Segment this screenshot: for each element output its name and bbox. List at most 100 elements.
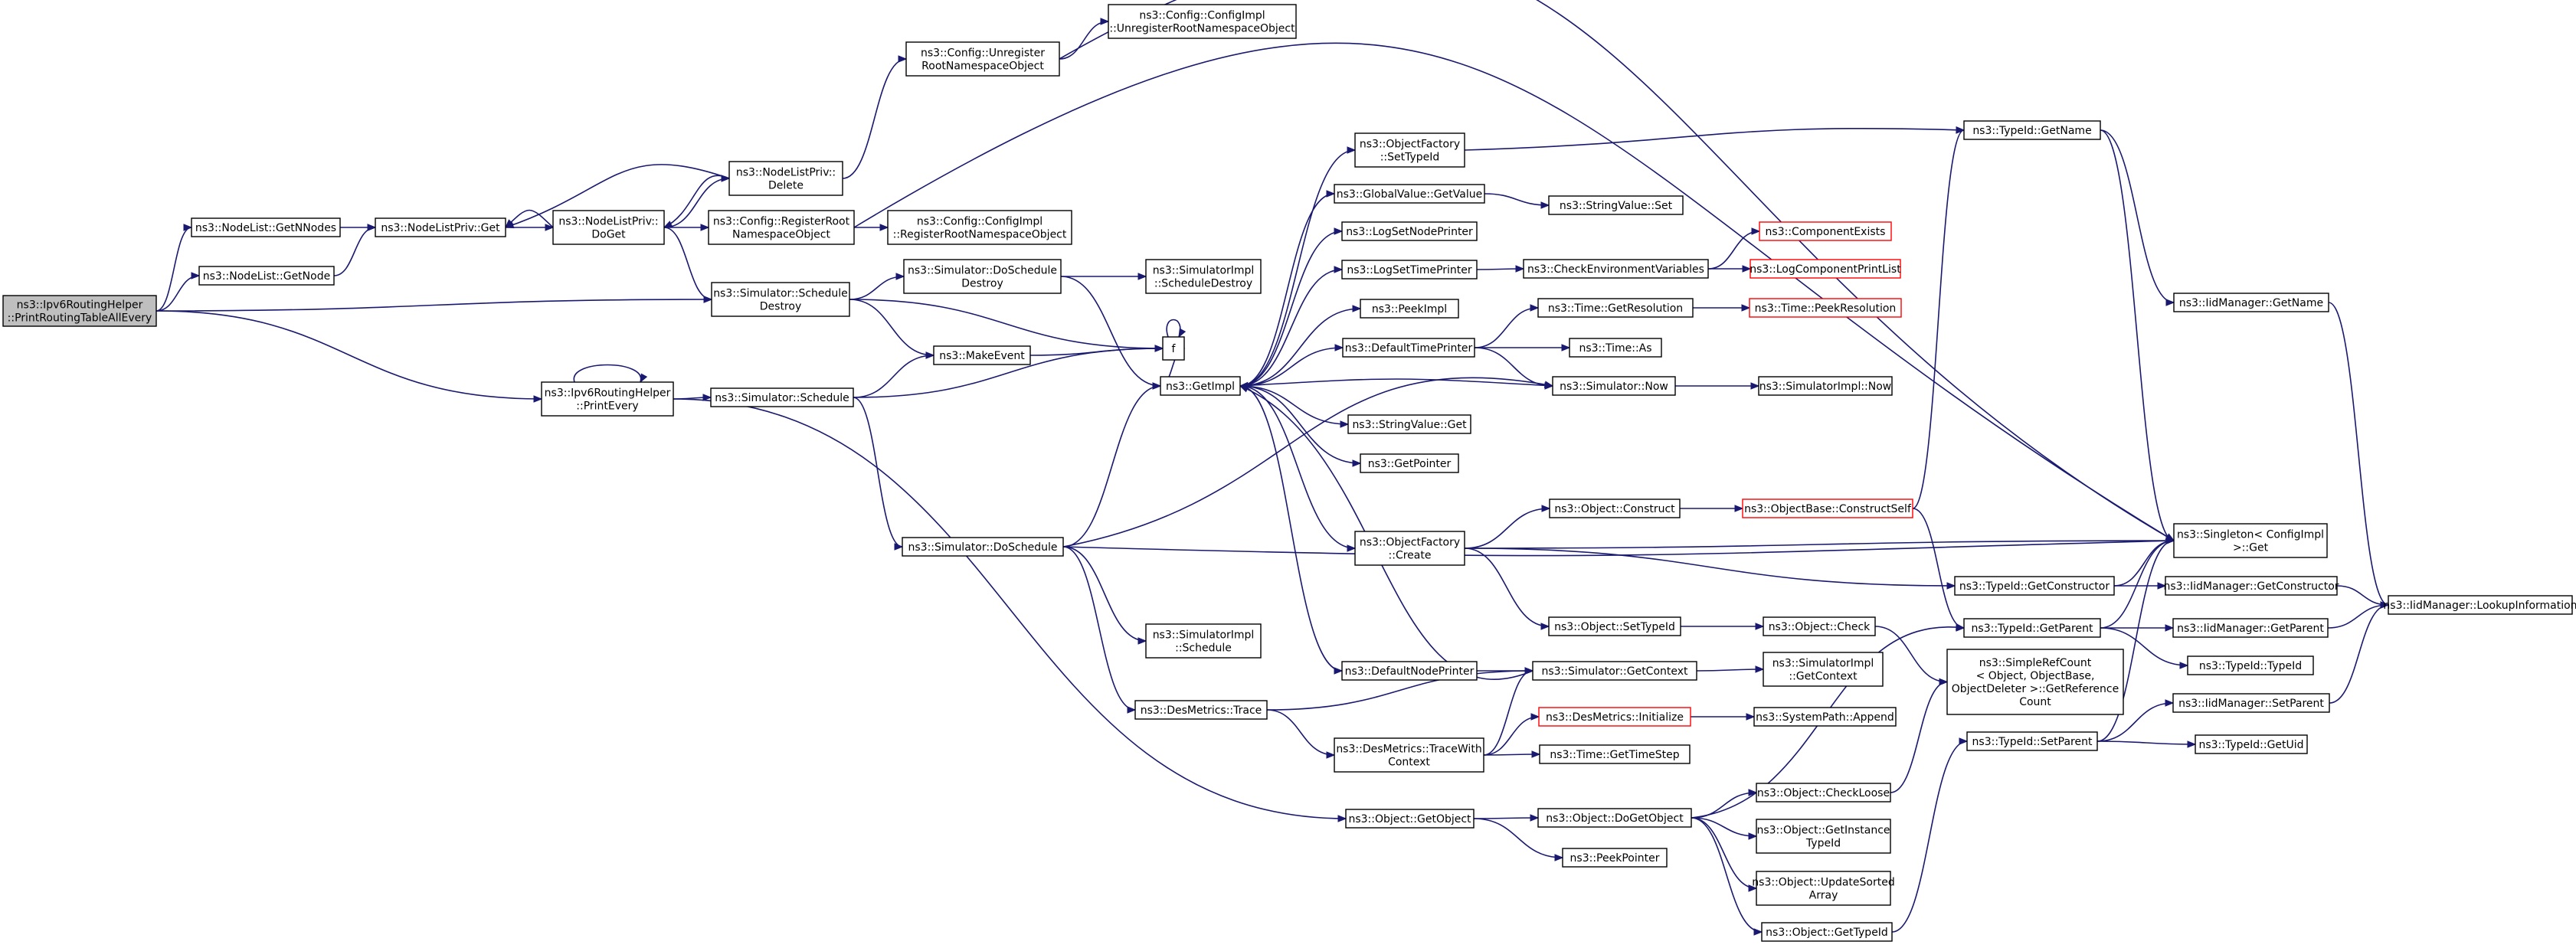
node-getpointer[interactable]: ns3::GetPointer bbox=[1360, 453, 1459, 473]
node-tid-getuid[interactable]: ns3::TypeId::GetUid bbox=[2195, 734, 2308, 754]
edge-arrowhead bbox=[1753, 928, 1763, 936]
node-sim-doschedule[interactable]: ns3::Simulator::DoSchedule bbox=[902, 537, 1064, 557]
node-getnode[interactable]: ns3::NodeList::GetNode bbox=[198, 266, 335, 286]
node-simimpl-now[interactable]: ns3::SimulatorImpl::Now bbox=[1758, 376, 1893, 396]
node-label: ns3::Config::Unregister bbox=[921, 47, 1045, 60]
node-tid-getname[interactable]: ns3::TypeId::GetName bbox=[1963, 120, 2101, 140]
edge-sim-doschedule-to-getimpl bbox=[1062, 382, 1162, 548]
node-logcomplist[interactable]: ns3::LogComponentPrintList bbox=[1750, 259, 1901, 279]
edge-line bbox=[1484, 193, 1550, 206]
edge-line bbox=[1874, 626, 1948, 683]
node-time-gettimestep[interactable]: ns3::Time::GetTimeStep bbox=[1539, 744, 1691, 764]
node-desm-init[interactable]: ns3::DesMetrics::Initialize bbox=[1538, 707, 1691, 727]
node-getimpl[interactable]: ns3::GetImpl bbox=[1160, 376, 1241, 396]
node-obj-dogetobject[interactable]: ns3::Object::DoGetObject bbox=[1537, 808, 1692, 828]
node-srefcount[interactable]: ns3::SimpleRefCount< Object, ObjectBase,… bbox=[1946, 649, 2124, 715]
node-iid-getparent[interactable]: ns3::IidManager::GetParent bbox=[2172, 618, 2329, 638]
node-syspath-append[interactable]: ns3::SystemPath::Append bbox=[1753, 707, 1897, 727]
node-gv-getvalue[interactable]: ns3::GlobalValue::GetValue bbox=[1334, 184, 1485, 204]
node-f[interactable]: f bbox=[1162, 336, 1185, 361]
node-compexists[interactable]: ns3::ComponentExists bbox=[1759, 221, 1892, 241]
edge-line bbox=[1483, 753, 1540, 756]
node-defnodeprinter[interactable]: ns3::DefaultNodePrinter bbox=[1341, 661, 1478, 681]
node-cfgimpl-reg[interactable]: ns3::Config::ConfigImpl::RegisterRootNam… bbox=[887, 210, 1072, 245]
node-checkenv[interactable]: ns3::CheckEnvironmentVariables bbox=[1523, 259, 1709, 279]
edge-line bbox=[853, 42, 2175, 541]
node-sim-getcontext[interactable]: ns3::Simulator::GetContext bbox=[1532, 661, 1697, 681]
node-iid-getctor[interactable]: ns3::IidManager::GetConstructor bbox=[2163, 576, 2339, 596]
node-desm-trace[interactable]: ns3::DesMetrics::Trace bbox=[1134, 700, 1268, 720]
node-of-settypeid[interactable]: ns3::ObjectFactory::SetTypeId bbox=[1354, 132, 1465, 168]
node-sim-schedule[interactable]: ns3::Simulator::Schedule bbox=[710, 387, 854, 407]
edge-arrowhead bbox=[879, 224, 889, 231]
node-cfg-reg[interactable]: ns3::Config::RegisterRootNamespaceObject bbox=[708, 210, 855, 245]
node-cfg-unreg[interactable]: ns3::Config::UnregisterRootNamespaceObje… bbox=[905, 41, 1060, 77]
edge-iid-getname-to-iid-lookupinfo bbox=[2328, 302, 2390, 609]
edge-sim-now-to-getimpl bbox=[1239, 378, 1553, 390]
edge-obj-dogetobject-to-obj-getinsttypeid bbox=[1691, 817, 1758, 840]
node-root[interactable]: ns3::Ipv6RoutingHelper::PrintRoutingTabl… bbox=[2, 295, 157, 327]
node-iid-lookupinfo[interactable]: ns3::IidManager::LookupInformation bbox=[2383, 595, 2576, 615]
node-obj-getobject[interactable]: ns3::Object::GetObject bbox=[1345, 809, 1475, 829]
edge-line bbox=[2100, 129, 2175, 541]
edge-defnodeprinter-to-sim-getcontext bbox=[1476, 667, 1534, 675]
node-tid-getctor[interactable]: ns3::TypeId::GetConstructor bbox=[1954, 576, 2115, 596]
node-peekimpl[interactable]: ns3::PeekImpl bbox=[1360, 299, 1459, 319]
node-logsetnode[interactable]: ns3::LogSetNodePrinter bbox=[1341, 221, 1478, 241]
node-deftimeprinter[interactable]: ns3::DefaultTimePrinter bbox=[1342, 338, 1475, 358]
node-cfgimpl-unreg[interactable]: ns3::Config::ConfigImpl::UnregisterRootN… bbox=[1108, 4, 1297, 39]
node-label: ns3::Ipv6RoutingHelper bbox=[17, 299, 143, 312]
node-time-getres[interactable]: ns3::Time::GetResolution bbox=[1537, 298, 1694, 318]
node-time-as[interactable]: ns3::Time::As bbox=[1569, 338, 1662, 358]
node-label: ns3::TypeId::GetName bbox=[1972, 125, 2091, 137]
node-box bbox=[191, 217, 341, 237]
node-ob-constructself[interactable]: ns3::ObjectBase::ConstructSelf bbox=[1742, 499, 1913, 518]
node-box bbox=[1753, 707, 1897, 727]
node-getnnodes[interactable]: ns3::NodeList::GetNNodes bbox=[191, 217, 341, 237]
node-label: DoGet bbox=[591, 229, 626, 241]
edge-getimpl-to-of-settypeid bbox=[1239, 146, 1357, 387]
node-peekpointer[interactable]: ns3::PeekPointer bbox=[1562, 848, 1668, 868]
node-obj-checkloose[interactable]: ns3::Object::CheckLoose bbox=[1756, 783, 1891, 803]
edge-arrowhead bbox=[367, 224, 377, 231]
node-label: Context bbox=[1388, 757, 1430, 769]
node-makeevent[interactable]: ns3::MakeEvent bbox=[933, 345, 1031, 365]
node-nlp-delete[interactable]: ns3::NodeListPriv::Delete bbox=[728, 161, 843, 196]
node-tid-setparent[interactable]: ns3::TypeId::SetParent bbox=[1966, 731, 2098, 751]
edge-deftimeprinter-to-time-as bbox=[1474, 344, 1571, 351]
node-time-peekres[interactable]: ns3::Time::PeekResolution bbox=[1749, 298, 1902, 318]
edge-line bbox=[842, 58, 907, 179]
node-of-create[interactable]: ns3::ObjectFactory::Create bbox=[1354, 531, 1465, 566]
node-sv-set[interactable]: ns3::StringValue::Set bbox=[1548, 195, 1684, 215]
node-obj-check[interactable]: ns3::Object::Check bbox=[1763, 616, 1876, 636]
node-logsettime[interactable]: ns3::LogSetTimePrinter bbox=[1341, 260, 1478, 279]
node-label: ObjectDeleter >::GetReference bbox=[1952, 683, 2119, 695]
node-tid-getparent[interactable]: ns3::TypeId::GetParent bbox=[1963, 618, 2101, 638]
edge-obj-dogetobject-to-obj-checkloose bbox=[1691, 789, 1758, 819]
edge-makeevent-to-f bbox=[1029, 345, 1164, 356]
node-nlp-doget[interactable]: ns3::NodeListPriv::DoGet bbox=[552, 210, 665, 245]
node-label: ns3::ObjectFactory bbox=[1360, 537, 1460, 549]
node-sv-get[interactable]: ns3::StringValue::Get bbox=[1347, 414, 1471, 434]
node-nlp-get[interactable]: ns3::NodeListPriv::Get bbox=[375, 217, 506, 237]
node-label: ns3::ObjectBase::ConstructSelf bbox=[1744, 503, 1912, 515]
node-simimpl-schdestroy[interactable]: ns3::SimulatorImpl::ScheduleDestroy bbox=[1145, 259, 1262, 294]
node-obj-settypeid[interactable]: ns3::Object::SetTypeId bbox=[1548, 616, 1681, 636]
node-simimpl-getcontext[interactable]: ns3::SimulatorImpl::GetContext bbox=[1763, 652, 1884, 687]
node-singleton-get[interactable]: ns3::Singleton< ConfigImpl >::Get bbox=[2173, 523, 2328, 558]
node-obj-construct[interactable]: ns3::Object::Construct bbox=[1549, 499, 1681, 518]
edge-arrowhead bbox=[1524, 667, 1534, 675]
node-sim-now[interactable]: ns3::Simulator::Now bbox=[1552, 376, 1676, 396]
node-iid-setparent[interactable]: ns3::IidManager::SetParent bbox=[2172, 693, 2330, 713]
node-simimpl-schedule[interactable]: ns3::SimulatorImpl::Schedule bbox=[1145, 623, 1262, 659]
node-printevery[interactable]: ns3::Ipv6RoutingHelper::PrintEvery bbox=[541, 381, 674, 417]
node-iid-getname[interactable]: ns3::IidManager::GetName bbox=[2173, 293, 2329, 312]
node-tid-typeid[interactable]: ns3::TypeId::TypeId bbox=[2187, 655, 2314, 675]
node-sim-schdestroy[interactable]: ns3::Simulator::ScheduleDestroy bbox=[711, 282, 850, 317]
node-box bbox=[1569, 338, 1662, 358]
node-obj-gettypeid[interactable]: ns3::Object::GetTypeId bbox=[1761, 922, 1893, 942]
